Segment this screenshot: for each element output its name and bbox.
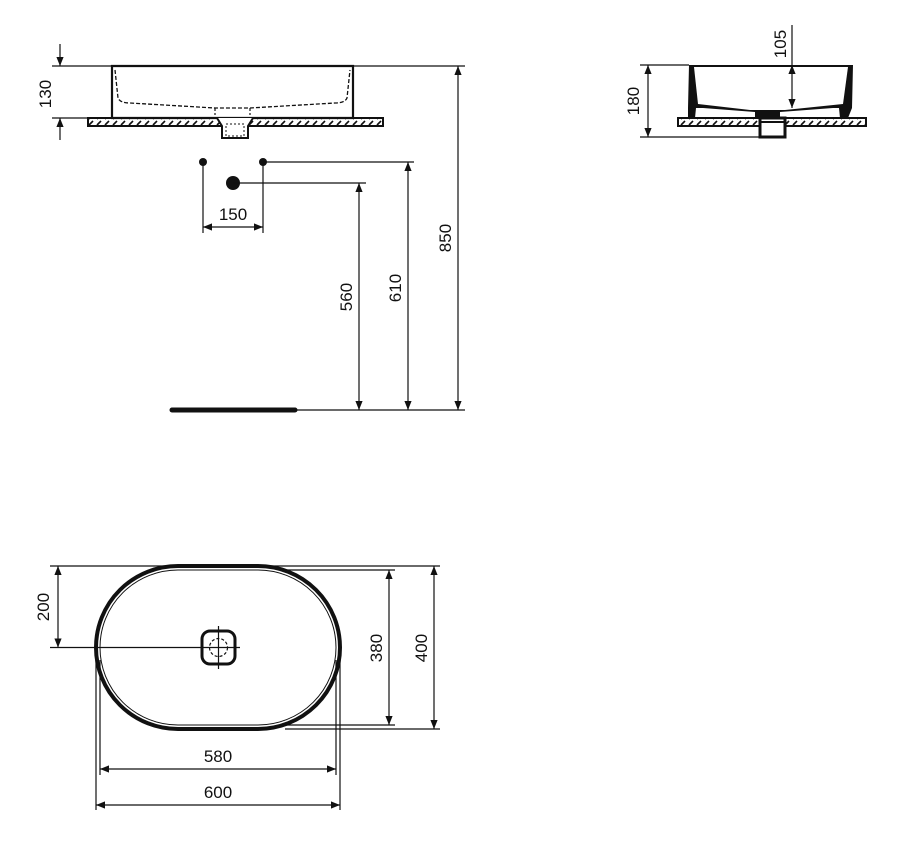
dim-inner-width: 580 (204, 747, 232, 766)
dim-tap-spacing: 150 (219, 205, 247, 224)
dim-inner-depth: 380 (367, 634, 386, 662)
dim-outer-depth: 400 (412, 634, 431, 662)
dim-bowl-depth: 105 (771, 30, 790, 58)
side-waste-outlet (758, 116, 787, 139)
dim-top-height: 850 (436, 224, 455, 252)
dim-basin-height: 130 (36, 80, 55, 108)
basin-outline (110, 64, 355, 120)
waste-outlet (216, 117, 254, 139)
dim-waste-height: 560 (337, 283, 356, 311)
basin-inner-hidden-line (114, 69, 351, 109)
plan-view: 200 380 400 580 600 (34, 564, 440, 810)
dim-tap-height: 610 (386, 274, 405, 302)
dim-center-offset: 200 (34, 593, 53, 621)
front-elevation-view: 130 150 560 610 850 (36, 44, 465, 413)
side-section-view: 180 105 (624, 25, 867, 139)
dim-overall-height: 180 (624, 87, 643, 115)
dim-outer-width: 600 (204, 783, 232, 802)
